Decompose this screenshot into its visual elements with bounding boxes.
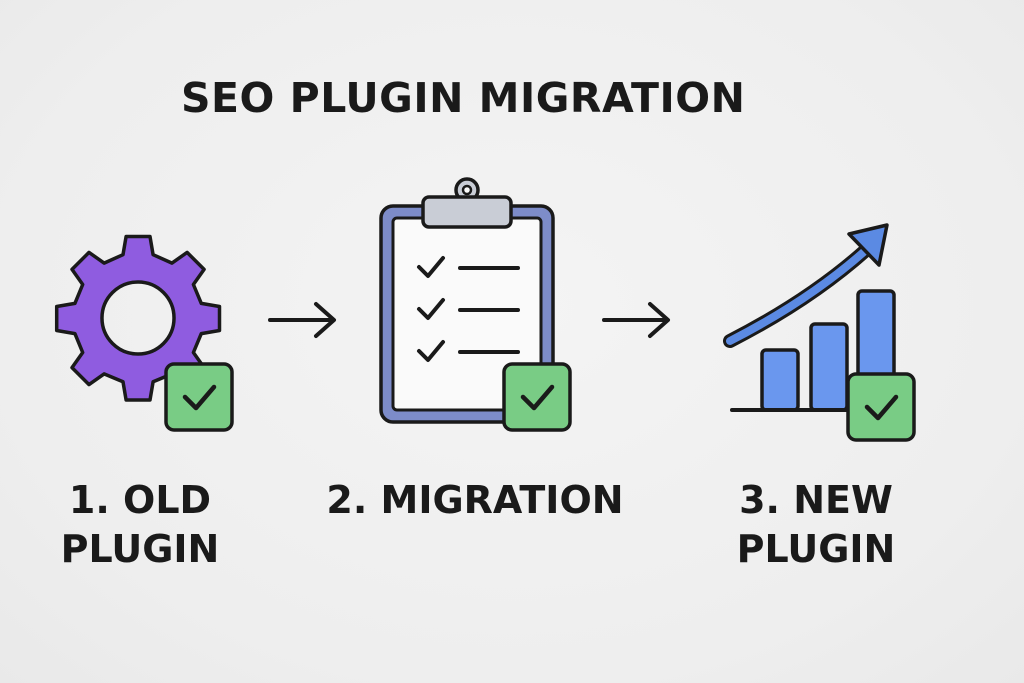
step-label-line: 2. MIGRATION (326, 478, 624, 522)
step-label-line: PLUGIN (60, 527, 220, 571)
gear-icon (54, 234, 222, 402)
step-label-line: PLUGIN (736, 527, 896, 571)
check-badge-icon (846, 372, 916, 442)
right-arrow-icon (268, 302, 336, 338)
check-badge-icon (502, 362, 572, 432)
right-arrow-icon (602, 302, 670, 338)
step-label-new-plugin: 3. NEW PLUGIN (716, 476, 916, 574)
diagram-title: SEO PLUGIN MIGRATION (181, 74, 746, 122)
check-badge-icon (164, 362, 234, 432)
step-label-line: 3. NEW (739, 478, 893, 522)
step-label-migration: 2. MIGRATION (316, 476, 634, 525)
step-label-line: 1. OLD (68, 478, 212, 522)
step-label-old-plugin: 1. OLD PLUGIN (40, 476, 240, 574)
